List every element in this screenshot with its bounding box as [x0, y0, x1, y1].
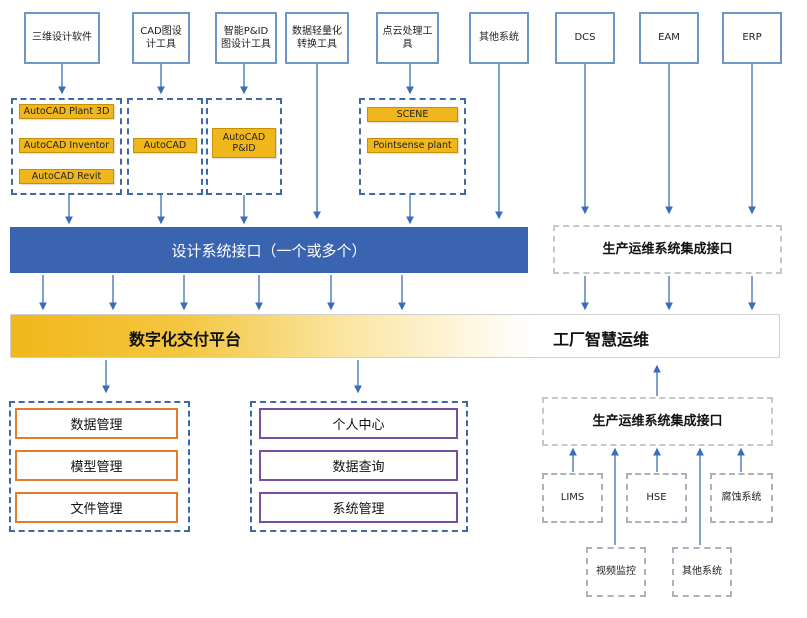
system-video-monitoring: 视频监控: [586, 547, 646, 597]
platform-left-label: 数字化交付平台: [129, 330, 242, 349]
product-autocad-inventor: AutoCAD Inventor: [19, 138, 114, 153]
item-data-query-label: 数据查询: [332, 460, 385, 475]
product-autocad-pid-label: AutoCAD P&ID: [222, 131, 266, 154]
item-file-management: 文件管理: [15, 492, 178, 523]
product-scene: SCENE: [367, 107, 458, 122]
group-point-cloud-products: [359, 98, 466, 195]
item-system-management: 系统管理: [259, 492, 458, 523]
system-erp: ERP: [722, 12, 782, 64]
group-user-functions: [250, 401, 468, 532]
tool-3d-design-label: 三维设计软件: [32, 32, 92, 44]
system-eam-label: EAM: [658, 32, 680, 44]
arrows-bottom-up: [569, 364, 745, 545]
product-pointsense-plant-label: Pointsense plant: [373, 139, 452, 151]
system-other-bottom-label: 其他系统: [682, 566, 722, 578]
group-cad-products: [127, 98, 203, 195]
tool-pid-design: 智能P&ID图设计工具: [215, 12, 277, 64]
production-interface-bottom-label: 生产运维系统集成接口: [592, 413, 723, 429]
production-interface-bottom: 生产运维系统集成接口: [542, 397, 773, 446]
system-other-bottom: 其他系统: [672, 547, 732, 597]
system-dcs-label: DCS: [574, 32, 596, 44]
item-model-management: 模型管理: [15, 450, 178, 481]
product-autocad-pid: AutoCAD P&ID: [212, 128, 276, 158]
item-system-management-label: 系统管理: [332, 502, 385, 517]
design-system-interface: 设计系统接口（一个或多个）: [10, 227, 528, 273]
item-data-query: 数据查询: [259, 450, 458, 481]
item-personal-center-label: 个人中心: [332, 418, 385, 433]
system-video-monitoring-label: 视频监控: [596, 566, 636, 578]
tool-lightweight-conversion: 数据轻量化转换工具: [285, 12, 349, 64]
system-eam: EAM: [639, 12, 699, 64]
group-pid-products: [206, 98, 282, 195]
tool-point-cloud-label: 点云处理工具: [382, 25, 433, 51]
item-personal-center: 个人中心: [259, 408, 458, 439]
tool-lightweight-conversion-label: 数据轻量化转换工具: [292, 25, 342, 51]
platform-right-label: 工厂智慧运维: [553, 330, 650, 349]
group-3d-products: [11, 98, 122, 195]
platform-bar: 数字化交付平台 工厂智慧运维: [10, 314, 780, 358]
production-interface-top: 生产运维系统集成接口: [553, 225, 782, 274]
product-autocad-inventor-label: AutoCAD Inventor: [23, 139, 110, 151]
group-data-management: [9, 401, 190, 532]
tool-cad-design-label: CAD图设计工具: [140, 25, 182, 51]
tool-pid-design-label: 智能P&ID图设计工具: [221, 25, 271, 51]
system-hse: HSE: [626, 473, 687, 523]
system-dcs: DCS: [555, 12, 615, 64]
arrows-production-to-platform: [581, 276, 756, 311]
product-autocad-plant3d-label: AutoCAD Plant 3D: [23, 105, 110, 117]
item-data-management-label: 数据管理: [70, 418, 123, 433]
system-lims: LIMS: [542, 473, 603, 523]
arrows-platform-to-management: [102, 360, 362, 394]
system-hse-label: HSE: [646, 492, 667, 504]
tool-point-cloud: 点云处理工具: [376, 12, 439, 64]
arrows-external-to-production: [581, 64, 756, 215]
product-autocad-label: AutoCAD: [143, 139, 187, 151]
system-corrosion: 腐蚀系统: [710, 473, 773, 523]
product-pointsense-plant: Pointsense plant: [367, 138, 458, 153]
tool-other-systems: 其他系统: [469, 12, 529, 64]
design-system-interface-label: 设计系统接口（一个或多个）: [171, 241, 367, 260]
product-autocad-revit: AutoCAD Revit: [19, 169, 114, 184]
arrows-to-design-interface: [65, 64, 503, 225]
system-erp-label: ERP: [742, 32, 762, 44]
arrows-tools-to-groups: [58, 64, 414, 95]
production-interface-top-label: 生产运维系统集成接口: [602, 241, 733, 257]
arrows-design-to-platform: [39, 275, 406, 311]
system-corrosion-label: 腐蚀系统: [721, 492, 762, 504]
product-autocad-revit-label: AutoCAD Revit: [31, 170, 102, 182]
item-model-management-label: 模型管理: [70, 460, 123, 475]
tool-cad-design: CAD图设计工具: [132, 12, 190, 64]
tool-3d-design: 三维设计软件: [24, 12, 100, 64]
product-scene-label: SCENE: [396, 108, 429, 120]
product-autocad-plant3d: AutoCAD Plant 3D: [19, 104, 114, 119]
tool-other-systems-label: 其他系统: [479, 32, 519, 44]
item-data-management: 数据管理: [15, 408, 178, 439]
product-autocad: AutoCAD: [133, 138, 197, 153]
system-lims-label: LIMS: [560, 492, 585, 504]
item-file-management-label: 文件管理: [70, 502, 123, 517]
